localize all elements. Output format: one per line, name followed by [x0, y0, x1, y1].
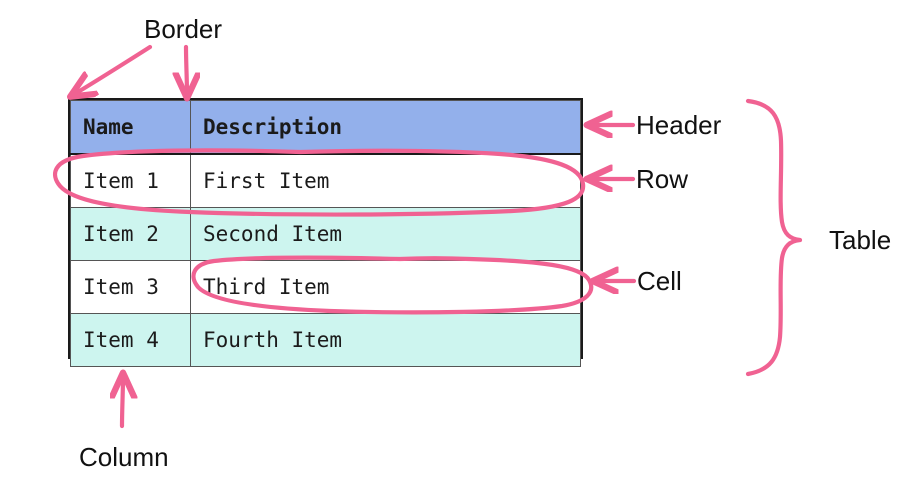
cell-name: Item 2 — [70, 207, 191, 261]
column-arrow — [122, 376, 123, 429]
annotation-label-row: Row — [636, 164, 689, 194]
annotation-label-cell: Cell — [637, 266, 682, 296]
cell-name: Item 4 — [70, 313, 191, 367]
cell-description: Third Item — [190, 260, 581, 314]
data-table: Name Description Item 1 First Item Item … — [70, 100, 581, 367]
annotation-label-border: Border — [144, 14, 223, 44]
cell-name: Item 1 — [70, 153, 191, 208]
cell-description: First Item — [190, 153, 581, 208]
column-header-name: Name — [70, 100, 191, 155]
annotation-label-column: Column — [79, 442, 169, 472]
header-row: Name Description — [70, 100, 581, 155]
table-row: Item 1 First Item — [70, 153, 581, 208]
table-row: Item 2 Second Item — [70, 207, 581, 261]
column-header-description: Description — [190, 100, 581, 155]
table-row: Item 4 Fourth Item — [70, 313, 581, 367]
annotation-label-header: Header — [636, 110, 722, 140]
table-row: Item 3 Third Item — [70, 260, 581, 314]
table-body: Item 1 First Item Item 2 Second Item Ite… — [70, 153, 581, 367]
cell-description: Second Item — [190, 207, 581, 261]
cell-name: Item 3 — [70, 260, 191, 314]
border-arrow-corner — [73, 44, 153, 95]
table-container: Name Description Item 1 First Item Item … — [68, 98, 583, 367]
table-header: Name Description — [70, 100, 581, 155]
table-brace — [745, 98, 803, 377]
border-arrow-divider — [186, 44, 187, 95]
cell-description: Fourth Item — [190, 313, 581, 367]
annotation-label-table: Table — [829, 225, 892, 255]
